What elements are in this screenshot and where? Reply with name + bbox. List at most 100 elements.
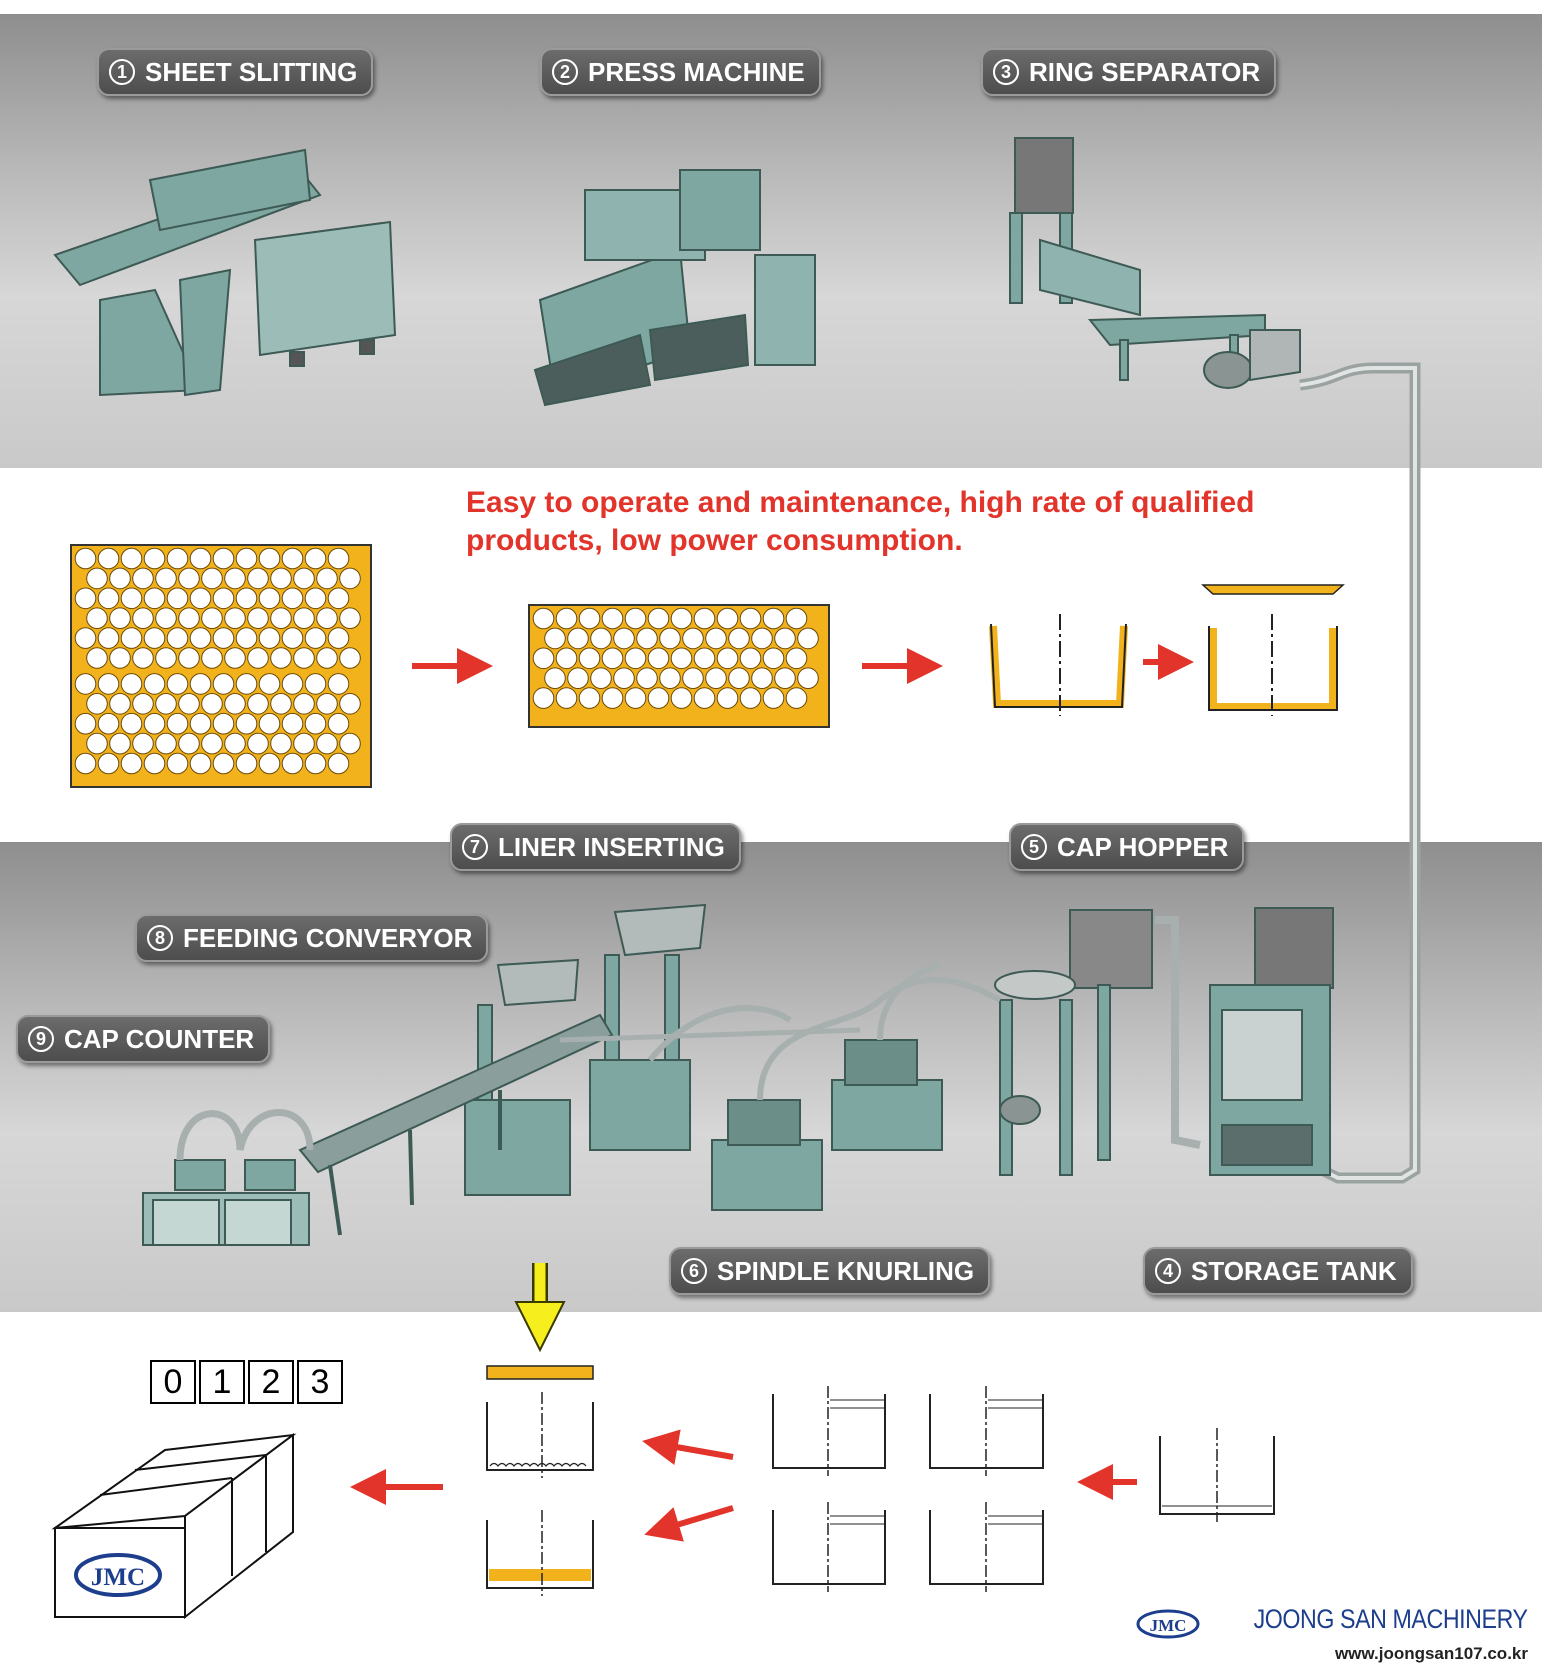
punched-circle bbox=[178, 607, 200, 630]
punched-circle bbox=[109, 732, 131, 755]
punched-circle bbox=[86, 647, 108, 669]
punched-circle bbox=[212, 673, 235, 695]
punched-circle bbox=[178, 647, 200, 669]
punched-circle bbox=[693, 607, 716, 630]
punched-circle bbox=[235, 673, 258, 695]
punched-circle bbox=[327, 673, 350, 695]
ring-separator-machine bbox=[1009, 137, 1301, 389]
punched-circle bbox=[293, 607, 315, 630]
punched-circle bbox=[339, 693, 361, 715]
punched-circle bbox=[281, 547, 304, 570]
punched-circle bbox=[155, 693, 177, 715]
punched-circle bbox=[155, 567, 177, 590]
punched-circle bbox=[327, 627, 350, 649]
punched-circle bbox=[166, 673, 189, 695]
punched-circle bbox=[74, 547, 97, 570]
punched-circle bbox=[293, 693, 315, 715]
punched-circle bbox=[155, 732, 177, 755]
punched-circle bbox=[304, 752, 327, 775]
punched-circle bbox=[739, 647, 762, 670]
punched-circle bbox=[74, 752, 97, 775]
punched-circle bbox=[178, 567, 200, 590]
punched-circle bbox=[86, 567, 108, 590]
company-logo-text: JMC bbox=[1150, 1616, 1187, 1635]
cap-shell-trimmed bbox=[1201, 584, 1345, 716]
punched-circle bbox=[224, 732, 246, 755]
punched-circle bbox=[647, 687, 670, 709]
punched-circle bbox=[281, 752, 304, 775]
punched-circle bbox=[797, 627, 819, 650]
punched-circle bbox=[270, 647, 292, 669]
punched-circle bbox=[716, 647, 739, 670]
punched-circle bbox=[555, 687, 578, 709]
punched-circle bbox=[132, 732, 154, 755]
company-brand: JMC JOONG SAN MACHINERY www.joongsan107.… bbox=[1135, 1604, 1528, 1664]
stage-number: 5 bbox=[1021, 834, 1047, 860]
box-logo-oval bbox=[74, 1553, 162, 1597]
punched-circle bbox=[293, 647, 315, 669]
punched-circle bbox=[155, 647, 177, 669]
company-url[interactable]: www.joongsan107.co.kr bbox=[1334, 1643, 1528, 1663]
cap-counter-machine bbox=[142, 1109, 314, 1246]
stage-label-sheet-slitting: 1 SHEET SLITTING bbox=[97, 48, 374, 96]
stage-number: 8 bbox=[147, 925, 173, 951]
punched-circle bbox=[97, 587, 120, 610]
punched-circle bbox=[143, 547, 166, 570]
stage-label-ring-separator: 3 RING SEPARATOR bbox=[981, 48, 1277, 96]
punched-circle bbox=[293, 732, 315, 755]
stage-label-text: CAP HOPPER bbox=[1057, 831, 1229, 862]
punched-circle bbox=[120, 673, 143, 695]
punched-circle bbox=[189, 587, 212, 610]
stage-number: 2 bbox=[552, 59, 578, 85]
punched-circle bbox=[339, 647, 361, 669]
punched-circle bbox=[785, 687, 808, 709]
punched-circle bbox=[578, 607, 601, 630]
punched-circle bbox=[166, 712, 189, 735]
punched-circle bbox=[132, 567, 154, 590]
punched-circle bbox=[86, 732, 108, 755]
punched-circle bbox=[555, 607, 578, 630]
punched-circle bbox=[544, 667, 566, 690]
punched-circle bbox=[716, 607, 739, 630]
punched-circle bbox=[189, 547, 212, 570]
punched-circle bbox=[281, 627, 304, 649]
punched-circle bbox=[647, 607, 670, 630]
punched-circle bbox=[281, 673, 304, 695]
punched-circle bbox=[132, 693, 154, 715]
punched-circle bbox=[339, 732, 361, 755]
punched-circle bbox=[235, 587, 258, 610]
punched-circle bbox=[532, 647, 555, 670]
counter-digit: 1 bbox=[199, 1360, 245, 1404]
liner-disc bbox=[486, 1365, 594, 1380]
punched-circle bbox=[189, 627, 212, 649]
punched-circle bbox=[601, 607, 624, 630]
stage-label-text: FEEDING CONVERYOR bbox=[183, 922, 473, 953]
punched-circle bbox=[316, 607, 338, 630]
punched-circle bbox=[601, 647, 624, 670]
stage-label-cap-counter: 9 CAP COUNTER bbox=[16, 1015, 271, 1063]
knurled-cap-with-liner-bottom bbox=[486, 1510, 594, 1596]
punched-circle bbox=[339, 607, 361, 630]
punched-circle bbox=[120, 587, 143, 610]
punched-circle bbox=[247, 693, 269, 715]
punched-circle bbox=[97, 547, 120, 570]
punched-circle bbox=[739, 687, 762, 709]
storage-tank-machine bbox=[1209, 907, 1334, 1176]
punched-circle bbox=[293, 567, 315, 590]
punched-circle bbox=[201, 732, 223, 755]
punched-circle bbox=[120, 752, 143, 775]
cap-hopper-machine bbox=[994, 909, 1201, 1176]
cap-shell bbox=[989, 614, 1128, 716]
flow-arrow-5 bbox=[642, 1429, 734, 1465]
punched-circle bbox=[258, 673, 281, 695]
punched-circle bbox=[86, 607, 108, 630]
punched-circle bbox=[74, 627, 97, 649]
stage-label-text: RING SEPARATOR bbox=[1029, 56, 1261, 87]
punched-circle bbox=[143, 627, 166, 649]
punched-circle bbox=[189, 673, 212, 695]
punched-circle bbox=[327, 547, 350, 570]
punched-circle bbox=[189, 712, 212, 735]
punched-circle bbox=[120, 627, 143, 649]
company-logo-icon: JMC bbox=[1136, 1609, 1200, 1639]
stage-label-feeding-conveyor: 8 FEEDING CONVERYOR bbox=[135, 914, 489, 962]
